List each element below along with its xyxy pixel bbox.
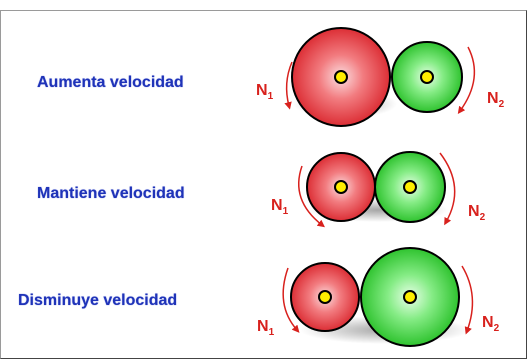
gear-hub (318, 290, 332, 304)
gear-hub (334, 180, 348, 194)
rotation-arrow-left (298, 165, 325, 228)
gear-label-n1: N1 (271, 197, 289, 217)
gear-label-n2: N2 (482, 314, 500, 334)
gear-label-n1: N1 (257, 318, 275, 338)
gear-hub (334, 70, 348, 84)
gear-label-n2: N2 (487, 90, 505, 110)
rotation-arrow-right (457, 46, 476, 115)
gear-pair-mantiene: N1 N2 (271, 151, 486, 228)
rotation-arrow-right (439, 152, 456, 226)
rotation-arrow-right (461, 265, 474, 335)
row-label-disminuye: Disminuye velocidad (18, 292, 178, 309)
rotation-arrow-left (282, 267, 300, 333)
gear-hub (420, 70, 434, 84)
row-label-aumenta: Aumenta velocidad (37, 74, 184, 91)
rotation-arrow-left (284, 61, 293, 110)
gear-pair-disminuye: N1 N2 (257, 247, 500, 347)
gear-hub (403, 180, 417, 194)
row-label-mantiene: Mantiene velocidad (37, 185, 185, 202)
gear-label-n2: N2 (468, 203, 486, 223)
gear-hub (403, 290, 417, 304)
diagram-frame (0, 10, 527, 359)
gear-label-n1: N1 (256, 82, 274, 102)
gear-pair-aumenta: N1 N2 (256, 27, 505, 127)
